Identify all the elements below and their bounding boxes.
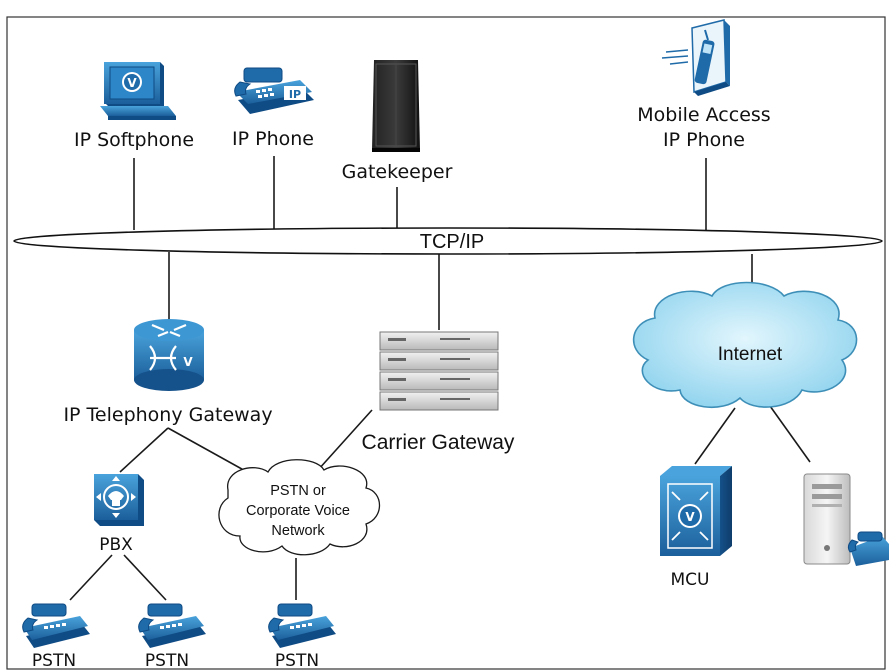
mobile-label-line2: IP Phone bbox=[663, 129, 745, 151]
gatekeeper-rack-icon bbox=[372, 60, 420, 152]
ip-phone-label: IP Phone bbox=[232, 128, 314, 150]
pstn-cloud-line3: Network bbox=[271, 523, 325, 539]
pstn-cloud-line2: Corporate Voice bbox=[246, 503, 350, 519]
link-pbx-phone2 bbox=[123, 554, 167, 601]
server-tower-icon bbox=[803, 473, 851, 565]
gateway-label: IP Telephony Gateway bbox=[63, 404, 272, 426]
server-phone-icon bbox=[847, 531, 889, 566]
internet-cloud bbox=[632, 281, 858, 409]
carrier-label: Carrier Gateway bbox=[362, 431, 515, 454]
pstn-cloud-line1: PSTN or bbox=[270, 483, 326, 499]
mcu-label: MCU bbox=[671, 570, 710, 590]
pstn-phone-icon-2 bbox=[138, 603, 206, 648]
link-pbx-phone1 bbox=[69, 554, 113, 601]
pstn-label-1: PSTN bbox=[32, 651, 76, 671]
link-internet-server bbox=[769, 405, 811, 463]
pstn-phone-icon-3 bbox=[268, 603, 336, 648]
softphone-icon bbox=[100, 62, 176, 120]
softphone-badge: V bbox=[127, 76, 137, 90]
softphone-label: IP Softphone bbox=[74, 129, 194, 151]
backbone-label: TCP/IP bbox=[420, 231, 484, 253]
gateway-router-badge: V bbox=[183, 355, 193, 369]
pstn-label-3: PSTN bbox=[275, 651, 319, 671]
gatekeeper-label: Gatekeeper bbox=[342, 161, 453, 183]
pstn-corporate-cloud bbox=[218, 459, 381, 556]
mobile-phone-icon bbox=[661, 19, 730, 96]
link-gateway-pbx bbox=[119, 427, 169, 473]
diagram-border bbox=[6, 16, 886, 670]
mcu-badge: V bbox=[685, 510, 695, 524]
ip-phone-icon bbox=[234, 67, 314, 114]
pstn-label-2: PSTN bbox=[145, 651, 189, 671]
tcpip-backbone bbox=[13, 227, 883, 255]
mobile-label-line1: Mobile Access bbox=[637, 104, 770, 126]
gateway-router-icon bbox=[134, 319, 204, 391]
ip-phone-badge: IP bbox=[289, 88, 301, 101]
pbx-icon bbox=[94, 474, 144, 526]
carrier-gateway-icon bbox=[379, 331, 499, 411]
internet-label: Internet bbox=[718, 344, 783, 365]
link-carrier-pstncloud bbox=[317, 409, 373, 471]
link-internet-mcu bbox=[694, 407, 736, 465]
pstn-phone-icon-1 bbox=[22, 603, 90, 648]
mcu-icon bbox=[660, 466, 732, 556]
pbx-label: PBX bbox=[99, 535, 133, 555]
